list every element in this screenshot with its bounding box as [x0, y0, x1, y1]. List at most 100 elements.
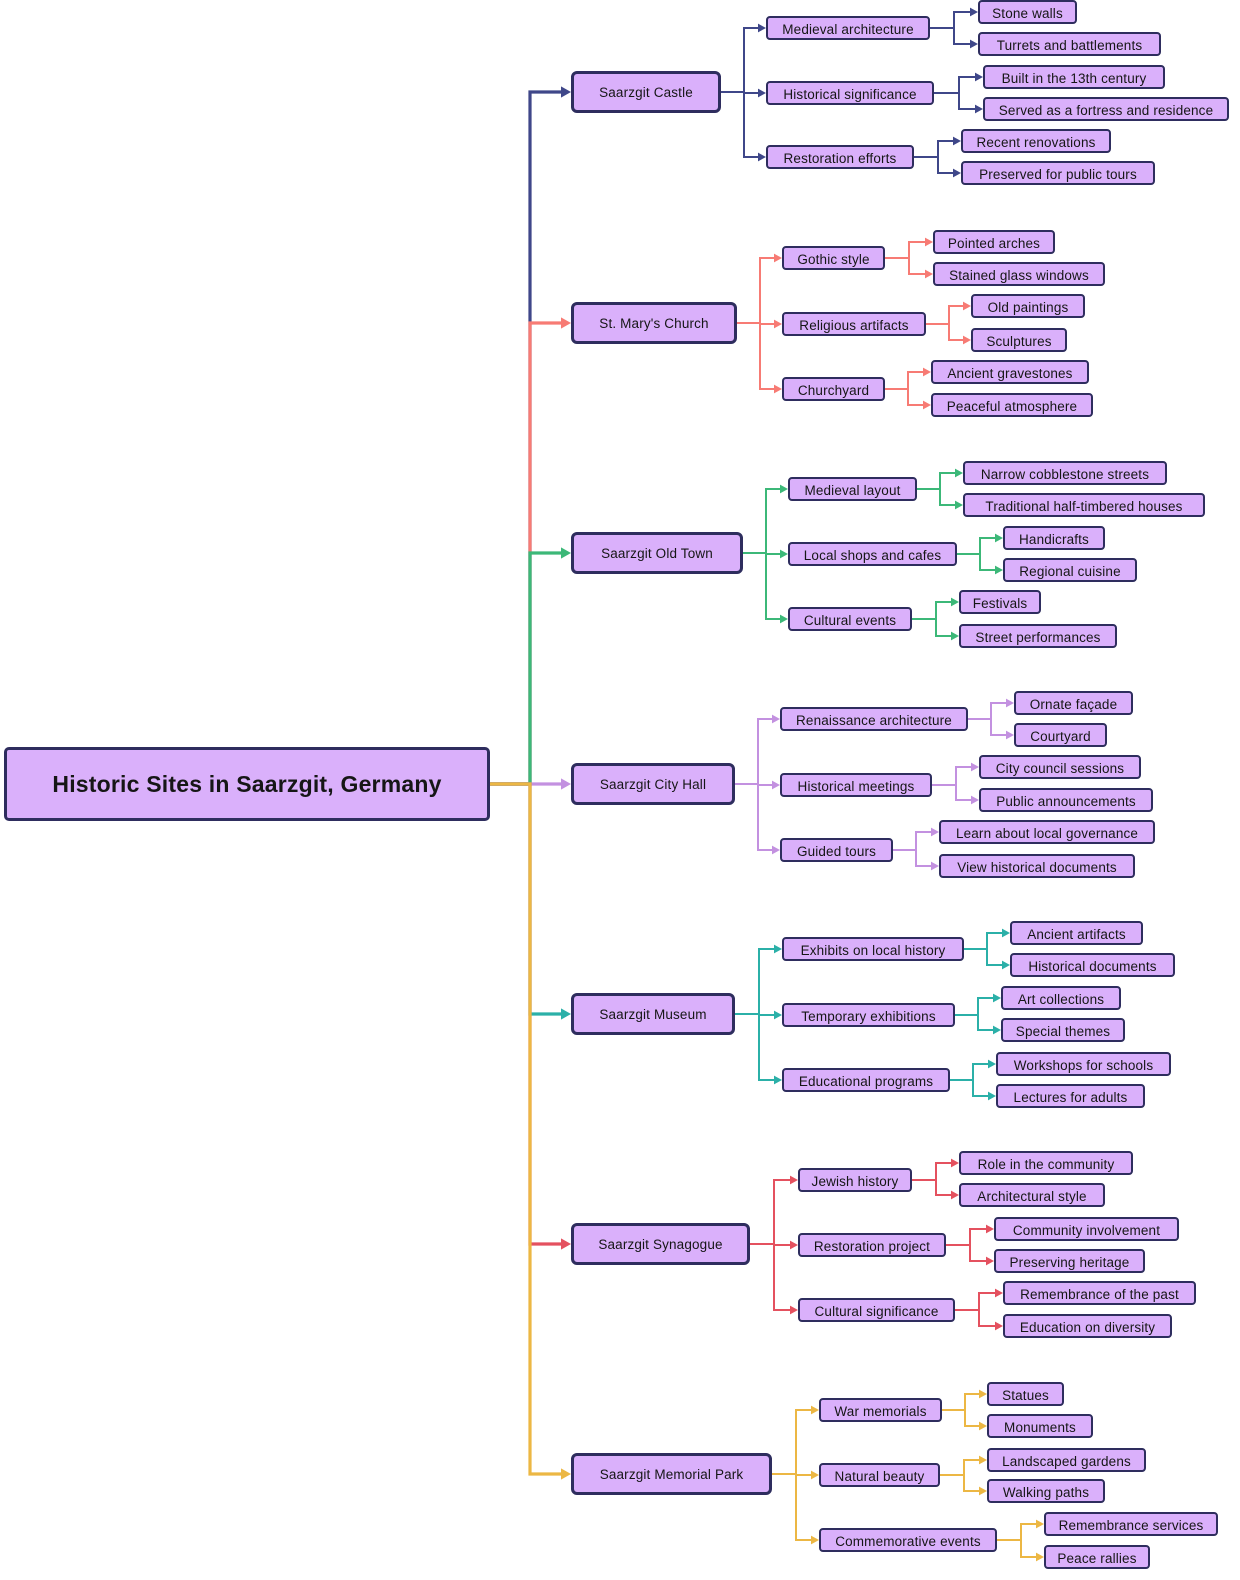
connector-line [942, 1393, 980, 1411]
connector-line [955, 1014, 994, 1031]
connector-line [932, 784, 972, 801]
connector-line [743, 552, 781, 620]
connector-line [926, 305, 964, 325]
leaf-node: Walking paths [987, 1479, 1105, 1503]
leaf-node: Art collections [1001, 986, 1121, 1010]
topic-node: Historical significance [766, 81, 934, 105]
arrowhead-icon [955, 500, 963, 510]
leaf-node: Stone walls [978, 0, 1077, 24]
arrowhead-icon [988, 1059, 996, 1069]
topic-node: Natural beauty [819, 1463, 940, 1487]
arrowhead-icon [931, 827, 939, 837]
arrowhead-icon [1006, 698, 1014, 708]
arrowhead-icon [955, 468, 963, 478]
topic-node: Educational programs [782, 1068, 950, 1092]
arrowhead-icon [758, 152, 766, 162]
arrowhead-icon [1006, 730, 1014, 740]
connector-line [743, 488, 781, 554]
arrowhead-icon [953, 136, 961, 146]
connector-line [721, 91, 759, 158]
leaf-node: Architectural style [959, 1183, 1105, 1207]
arrowhead-icon [758, 23, 766, 33]
arrowhead-icon [780, 484, 788, 494]
leaf-node: Ancient gravestones [931, 360, 1089, 384]
topic-node: Historical meetings [780, 773, 932, 797]
topic-node: Guided tours [780, 838, 893, 862]
leaf-node: Traditional half-timbered houses [963, 493, 1205, 517]
leaf-node: Peace rallies [1044, 1545, 1150, 1569]
topic-node: Restoration efforts [766, 145, 914, 169]
leaf-node: Stained glass windows [933, 262, 1105, 286]
arrowhead-icon [979, 1421, 987, 1431]
connector-line [893, 831, 932, 851]
arrowhead-icon [1036, 1552, 1044, 1562]
connector-line [490, 782, 562, 1016]
root-node: Historic Sites in Saarzgit, Germany [4, 747, 490, 821]
topic-node: Renaissance architecture [780, 707, 968, 731]
topic-node: Temporary exhibitions [782, 1003, 955, 1027]
connector-line [955, 1309, 996, 1327]
connector-line [997, 1523, 1037, 1541]
arrowhead-icon [975, 72, 983, 82]
arrowhead-icon [811, 1405, 819, 1415]
connector-line [490, 551, 562, 786]
leaf-node: Served as a fortress and residence [983, 97, 1229, 121]
connector-line [885, 371, 924, 390]
arrowhead-icon [986, 1224, 994, 1234]
connector-line [946, 1228, 987, 1246]
connector-line [912, 601, 952, 620]
leaf-node: Old paintings [971, 294, 1085, 318]
arrowhead-icon [963, 301, 971, 311]
topic-node: Cultural significance [798, 1298, 955, 1322]
topic-node: Medieval layout [788, 477, 917, 501]
arrowhead-icon [925, 237, 933, 247]
arrowhead-icon [772, 780, 780, 790]
arrowhead-icon [970, 7, 978, 17]
leaf-node: Community involvement [994, 1217, 1179, 1241]
arrowhead-icon [971, 762, 979, 772]
connector-line [926, 323, 964, 341]
connector-line [912, 1179, 952, 1196]
arrowhead-icon [963, 335, 971, 345]
connector-line [997, 1539, 1037, 1558]
connector-line [772, 1473, 812, 1541]
connector-line [893, 849, 932, 867]
arrowhead-icon [780, 549, 788, 559]
leaf-node: Turrets and battlements [978, 32, 1161, 56]
arrowhead-icon [951, 1190, 959, 1200]
connector-line [932, 766, 972, 786]
connector-line [721, 27, 759, 93]
leaf-node: Courtyard [1014, 723, 1107, 747]
arrowhead-icon [774, 253, 782, 263]
branch-node: Saarzgit Synagogue [571, 1223, 750, 1265]
arrowhead-icon [790, 1240, 798, 1250]
connector-line [934, 92, 976, 110]
connector-line [950, 1079, 989, 1097]
leaf-node: View historical documents [939, 854, 1135, 878]
topic-node: War memorials [819, 1398, 942, 1422]
branch-node: Saarzgit City Hall [571, 763, 735, 805]
arrowhead-icon [772, 845, 780, 855]
leaf-node: Handicrafts [1003, 526, 1105, 550]
connector-line [917, 472, 956, 490]
leaf-node: Recent renovations [961, 129, 1111, 153]
connector-line [750, 1243, 791, 1311]
arrowhead-icon [970, 39, 978, 49]
arrowhead-icon [1002, 928, 1010, 938]
leaf-node: Landscaped gardens [987, 1448, 1146, 1472]
arrowhead-icon [975, 104, 983, 114]
leaf-node: Ancient artifacts [1010, 921, 1143, 945]
leaf-node: Role in the community [959, 1151, 1133, 1175]
arrowhead-icon [774, 319, 782, 329]
connector-line [772, 1409, 812, 1475]
leaf-node: Narrow cobblestone streets [963, 461, 1167, 485]
arrowhead-icon [774, 384, 782, 394]
arrowhead-icon [780, 614, 788, 624]
topic-node: Commemorative events [819, 1528, 997, 1552]
arrowhead-icon [995, 533, 1003, 543]
branch-node: Saarzgit Castle [571, 71, 721, 113]
arrowhead-icon [758, 88, 766, 98]
leaf-node: Street performances [959, 624, 1117, 648]
leaf-node: Lectures for adults [996, 1084, 1145, 1108]
